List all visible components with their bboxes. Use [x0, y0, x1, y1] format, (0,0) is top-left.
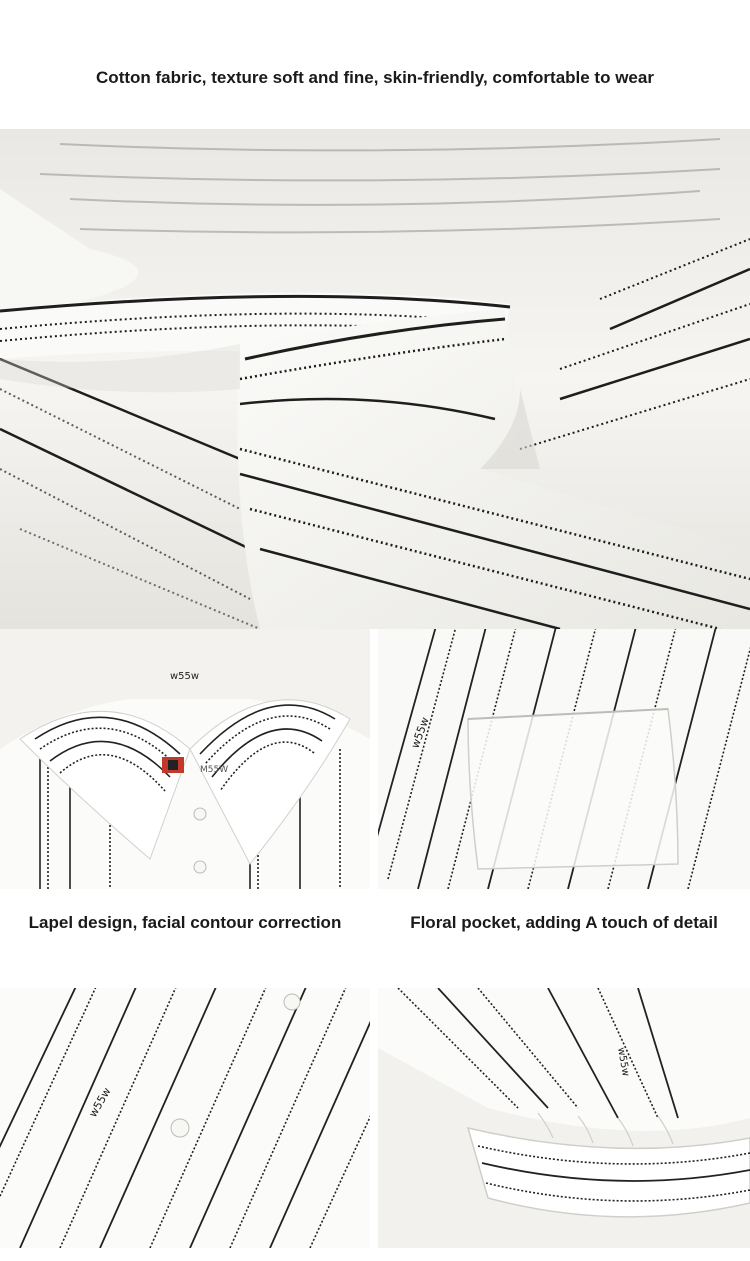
- lapel-detail-photo: M55W w55w: [0, 629, 370, 889]
- pocket-detail-photo: w55w: [378, 629, 750, 889]
- caption-fabric: Cotton fabric, texture soft and fine, sk…: [96, 68, 654, 87]
- cuff-detail-photo: w55w: [378, 988, 750, 1248]
- caption-lapel: Lapel design, facial contour correction: [28, 913, 342, 932]
- fabric-texture-photo: [0, 129, 750, 629]
- brand-mark-lapel: w55w: [170, 671, 199, 682]
- caption-pocket: Floral pocket, adding A touch of detail: [410, 913, 718, 932]
- brand-mark-cuff: w55w: [615, 1047, 631, 1078]
- button-placket-photo: w55w: [0, 988, 370, 1248]
- svg-text:M55W: M55W: [200, 765, 228, 775]
